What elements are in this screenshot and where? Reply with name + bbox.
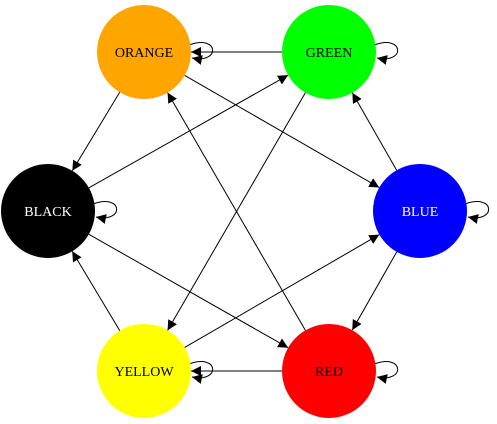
node-yellow-circle xyxy=(97,324,191,418)
edge-blue-to-green xyxy=(351,92,398,171)
node-yellow: YELLOW xyxy=(97,324,191,418)
edge-black-to-red xyxy=(88,233,289,349)
self-loop-blue xyxy=(464,201,490,224)
node-yellow-label: YELLOW xyxy=(114,365,174,380)
node-green: GREEN xyxy=(282,5,376,99)
edge-yellow-to-blue xyxy=(184,234,380,348)
node-orange-circle xyxy=(97,5,191,99)
edge-orange-to-blue xyxy=(184,75,380,188)
node-orange: ORANGE xyxy=(97,5,191,99)
node-green-circle xyxy=(282,5,376,99)
edge-yellow-to-black xyxy=(71,251,121,331)
node-black-circle xyxy=(1,164,95,258)
edge-red-to-orange xyxy=(167,92,306,331)
self-loops-layer xyxy=(92,42,490,384)
self-loop-orange xyxy=(188,42,214,65)
edges-layer xyxy=(71,47,398,376)
node-green-label: GREEN xyxy=(306,46,353,61)
node-red: RED xyxy=(282,324,376,418)
node-black: BLACK xyxy=(1,164,95,258)
self-loop-yellow xyxy=(188,361,214,384)
edge-orange-to-black xyxy=(71,91,121,172)
self-loop-red xyxy=(373,361,399,384)
node-red-label: RED xyxy=(315,365,343,380)
node-blue: BLUE xyxy=(373,164,467,258)
edge-blue-to-red xyxy=(351,251,398,331)
node-orange-label: ORANGE xyxy=(115,46,173,61)
edge-black-to-green xyxy=(88,74,289,189)
node-blue-label: BLUE xyxy=(402,205,439,220)
node-red-circle xyxy=(282,324,376,418)
node-black-label: BLACK xyxy=(24,205,71,220)
node-blue-circle xyxy=(373,164,467,258)
self-loop-black xyxy=(92,201,118,224)
nodes-layer: ORANGE GREEN BLACK BLUE YELLOW RED xyxy=(1,5,467,418)
self-loop-green xyxy=(373,42,399,65)
